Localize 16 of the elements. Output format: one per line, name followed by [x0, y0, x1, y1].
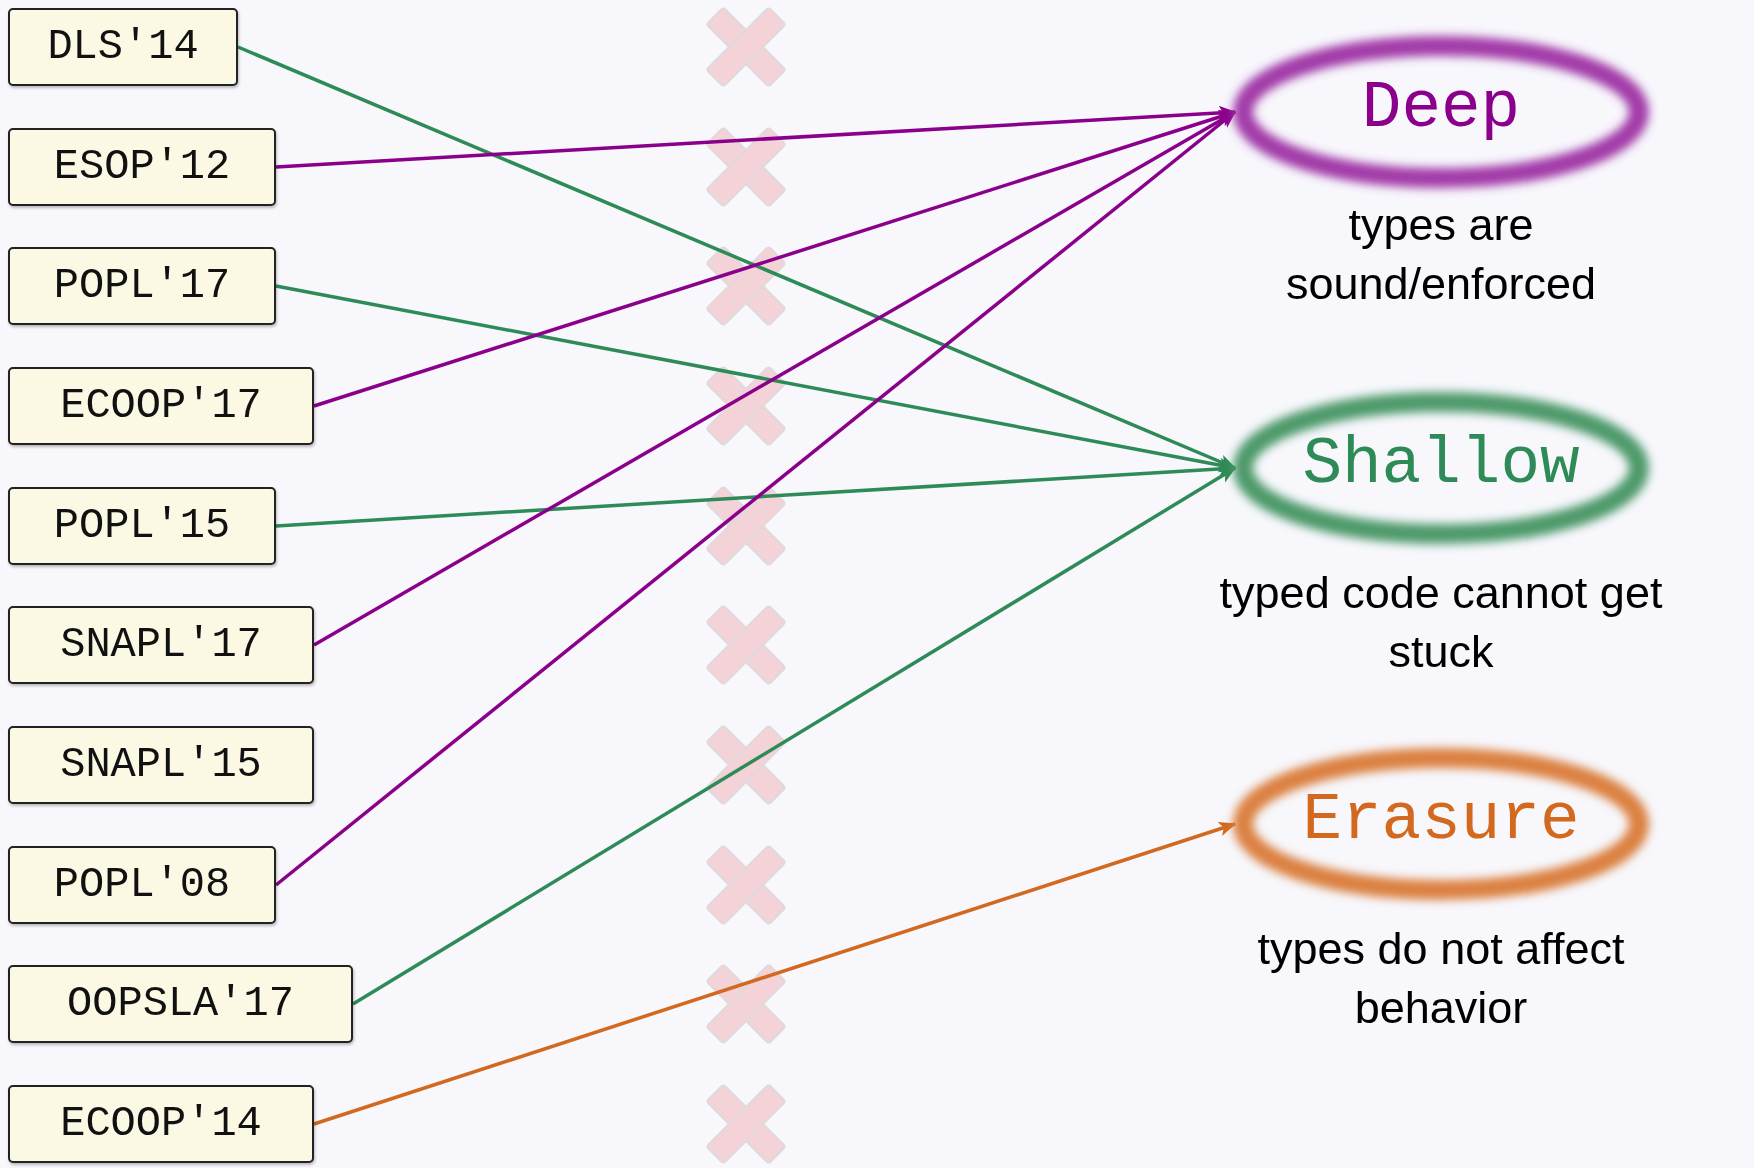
venue-label: ECOOP'14: [8, 1085, 314, 1163]
venue-label: OOPSLA'17: [8, 965, 353, 1043]
venue-label: POPL'17: [8, 247, 276, 325]
category-title: Erasure: [1301, 788, 1581, 854]
category-description: types are sound/enforced: [1284, 198, 1598, 311]
venue-label: ESOP'12: [8, 128, 276, 206]
venue-label: ECOOP'17: [8, 367, 314, 445]
category-description: typed code cannot get stuck: [1218, 566, 1664, 679]
category-description: types do not affect behavior: [1256, 922, 1626, 1035]
category-title: Deep: [1360, 76, 1522, 142]
category-title: Shallow: [1301, 432, 1581, 498]
venue-label: POPL'15: [8, 487, 276, 565]
venue-label: POPL'08: [8, 846, 276, 924]
venue-label: DLS'14: [8, 8, 238, 86]
venue-label: SNAPL'15: [8, 726, 314, 804]
venue-label: SNAPL'17: [8, 606, 314, 684]
